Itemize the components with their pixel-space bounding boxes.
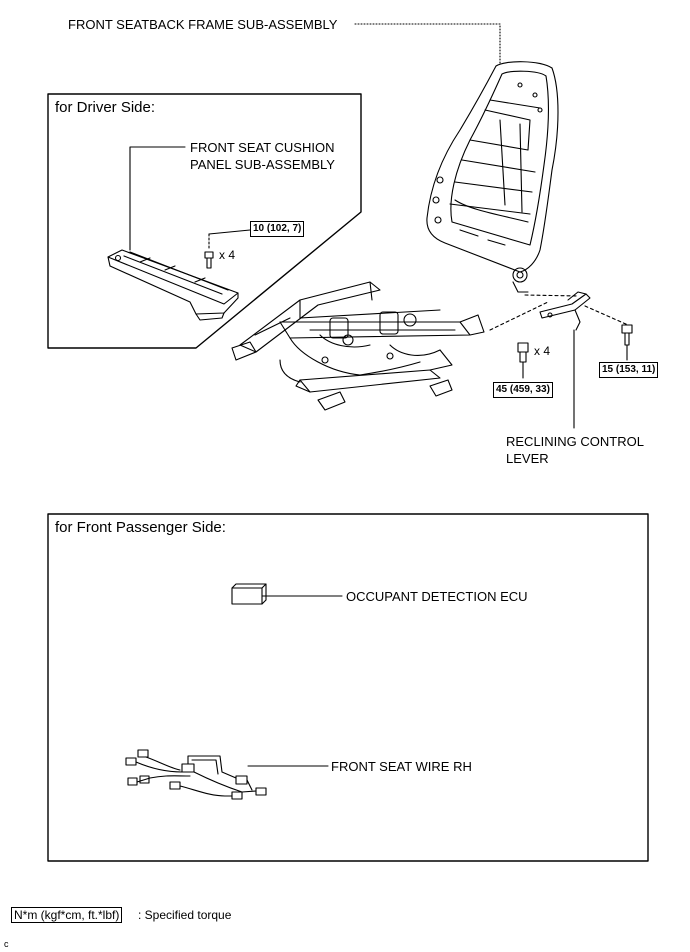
- driver-side-panel-title: for Driver Side:: [55, 99, 156, 116]
- occupant-ecu-label: OCCUPANT DETECTION ECU: [346, 589, 528, 604]
- passenger-side-panel-frame: [47, 513, 649, 862]
- cushion-panel-leader: [129, 146, 186, 251]
- seatback-frame-label: FRONT SEATBACK FRAME SUB-ASSEMBLY: [68, 17, 338, 32]
- recliner-bolt-torque-badge: 45 (459, 33): [493, 382, 553, 398]
- reclining-lever-label-line1: RECLINING CONTROL: [506, 434, 644, 449]
- cushion-bolt-quantity: x 4: [219, 248, 236, 262]
- torque-unit-legend-box: N*m (kgf*cm, ft.*lbf): [11, 907, 123, 923]
- cushion-panel-label-line1: FRONT SEAT CUSHION: [190, 140, 335, 155]
- corner-mark: c: [4, 939, 9, 949]
- cushion-panel-drawing: [107, 249, 239, 321]
- cushion-bolt-torque-badge: 10 (102, 7): [250, 221, 305, 237]
- seat-wire-label: FRONT SEAT WIRE RH: [331, 759, 472, 774]
- reclining-lever-drawing: [539, 291, 591, 331]
- seat-adjuster-drawing: [231, 281, 485, 411]
- reclining-lever-label-line2: LEVER: [506, 451, 549, 466]
- recliner-bolt-drawing: [517, 342, 529, 379]
- recliner-bolt-quantity: x 4: [534, 344, 551, 358]
- occupant-ecu-drawing: [231, 583, 269, 605]
- seat-wire-drawing: [125, 749, 267, 800]
- cushion-panel-label-line2: PANEL SUB-ASSEMBLY: [190, 157, 335, 172]
- lever-screw-torque-badge: 15 (153, 11): [599, 362, 659, 378]
- torque-legend-description: : Specified torque: [138, 908, 232, 922]
- passenger-side-panel-title: for Front Passenger Side:: [55, 519, 226, 536]
- seatback-leader-line: [354, 23, 501, 65]
- lever-screw-drawing: [621, 324, 633, 361]
- driver-side-panel-frame: [47, 93, 362, 349]
- seatback-frame-drawing: [426, 61, 559, 293]
- cushion-bolt-drawing: [204, 229, 251, 269]
